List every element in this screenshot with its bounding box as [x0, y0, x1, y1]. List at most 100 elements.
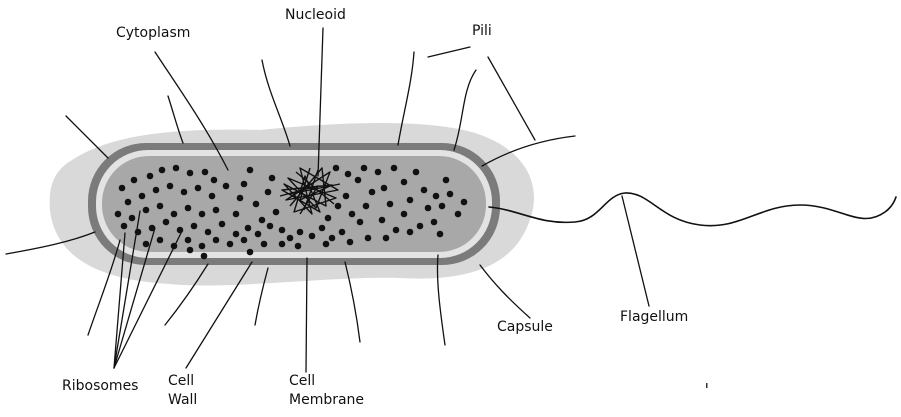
ribosome-dot: [199, 243, 206, 250]
ribosome-dot: [413, 169, 420, 176]
ribosome-dot: [345, 171, 352, 178]
ribosome-dot: [157, 237, 164, 244]
label-cell-membrane-line-1: Cell: [289, 372, 364, 391]
ribosome-dot: [245, 225, 252, 232]
ribosome-dot: [211, 177, 218, 184]
ribosome-dot: [147, 173, 154, 180]
ribosome-dot: [295, 243, 302, 250]
ribosome-dot: [143, 207, 150, 214]
ribosome-dot: [157, 203, 164, 210]
ribosome-dot: [173, 165, 180, 172]
ribosome-dot: [269, 175, 276, 182]
ribosome-dot: [343, 193, 350, 200]
ribosome-dot: [335, 203, 342, 210]
ribosome-dot: [143, 241, 150, 248]
ribosome-dot: [407, 197, 414, 204]
ribosome-dot: [447, 191, 454, 198]
label-cell-wall-line-1: Cell: [168, 372, 197, 391]
ribosome-dot: [213, 207, 220, 214]
ribosome-dot: [171, 211, 178, 218]
ribosome-dot: [443, 177, 450, 184]
ribosome-dot: [259, 217, 266, 224]
ribosome-dot: [375, 169, 382, 176]
ribosome-dot: [425, 205, 432, 212]
ribosome-dot: [177, 227, 184, 234]
ribosome-dot: [381, 185, 388, 192]
ribosome-dot: [213, 237, 220, 244]
ribosome-dot: [265, 189, 272, 196]
ribosome-dot: [437, 231, 444, 238]
ribosome-dot: [393, 227, 400, 234]
ribosome-dot: [261, 241, 268, 248]
ribosome-dot: [205, 229, 212, 236]
ribosome-dot: [387, 201, 394, 208]
ribosome-dot: [187, 170, 194, 177]
ribosome-dot: [125, 199, 132, 206]
ribosome-dot: [379, 217, 386, 224]
ribosome-dot: [347, 239, 354, 246]
ribosome-dot: [267, 223, 274, 230]
ribosome-dot: [391, 165, 398, 172]
ribosome-dot: [201, 253, 208, 260]
ribosome-dot: [195, 185, 202, 192]
ribosome-dot: [219, 221, 226, 228]
ribosome-dot: [279, 227, 286, 234]
ribosome-dot: [153, 187, 160, 194]
ribosome-dot: [383, 235, 390, 242]
ribosome-dot: [167, 183, 174, 190]
ribosome-dot: [237, 195, 244, 202]
ribosome-dot: [369, 189, 376, 196]
ribosome-dot: [433, 193, 440, 200]
ribosome-dot: [202, 169, 209, 176]
ribosome-dot: [329, 235, 336, 242]
ribosome-dot: [241, 181, 248, 188]
label-cell-membrane: Cell Membrane: [289, 372, 364, 410]
ribosome-dot: [253, 201, 260, 208]
ribosome-dot: [297, 229, 304, 236]
stray-mark: [706, 383, 708, 388]
ribosome-dot: [191, 223, 198, 230]
ribosome-dot: [417, 223, 424, 230]
ribosome-dot: [325, 215, 332, 222]
ribosome-dot: [115, 211, 122, 218]
ribosome-dot: [121, 223, 128, 230]
ribosome-dot: [199, 211, 206, 218]
ribosome-dot: [357, 219, 364, 226]
ribosome-dot: [163, 219, 170, 226]
label-capsule: Capsule: [497, 318, 553, 337]
label-cell-wall-line-2: Wall: [168, 391, 197, 410]
label-pili: Pili: [472, 22, 492, 41]
ribosome-dot: [255, 231, 262, 238]
ribosome-dot: [119, 185, 126, 192]
ribosome-dot: [131, 177, 138, 184]
ribosome-dot: [279, 241, 286, 248]
ribosome-dot: [401, 211, 408, 218]
ribosome-dot: [129, 215, 136, 222]
ribosome-dot: [309, 233, 316, 240]
ribosome-dot: [363, 203, 370, 210]
ribosome-dot: [333, 165, 340, 172]
label-nucleoid: Nucleoid: [285, 6, 346, 25]
ribosome-dot: [407, 229, 414, 236]
ribosome-dot: [185, 205, 192, 212]
ribosome-dot: [431, 219, 438, 226]
ribosome-dot: [209, 193, 216, 200]
label-cytoplasm: Cytoplasm: [116, 24, 190, 43]
ribosome-dot: [187, 247, 194, 254]
ribosome-dot: [461, 199, 468, 206]
ribosome-dot: [339, 229, 346, 236]
ribosome-dot: [185, 237, 192, 244]
ribosome-dot: [323, 241, 330, 248]
ribosome-dot: [439, 203, 446, 210]
label-cell-membrane-line-2: Membrane: [289, 391, 364, 410]
ribosome-dot: [233, 231, 240, 238]
label-flagellum: Flagellum: [620, 308, 688, 327]
ribosome-dot: [247, 167, 254, 174]
ribosome-dot: [233, 211, 240, 218]
ribosome-dot: [223, 183, 230, 190]
ribosome-dot: [241, 237, 248, 244]
ribosome-dot: [455, 211, 462, 218]
ribosome-dot: [401, 179, 408, 186]
